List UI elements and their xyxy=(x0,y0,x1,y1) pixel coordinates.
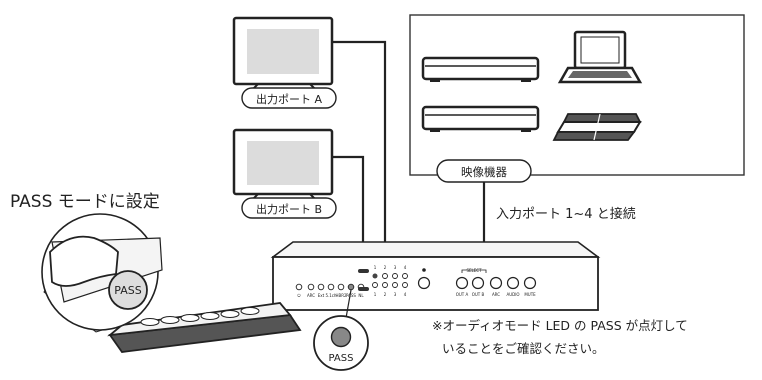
game-console-icon xyxy=(552,113,642,141)
ir-sensor xyxy=(417,268,431,290)
svg-text:ARC: ARC xyxy=(307,293,315,298)
svg-text:MUTE: MUTE xyxy=(524,292,536,297)
svg-text:OUT A: OUT A xyxy=(456,292,469,297)
remote-control xyxy=(107,302,302,353)
label-input-ports: 入力ポート 1~4 と接続 xyxy=(496,206,636,222)
svg-text:PASS: PASS xyxy=(329,353,354,364)
svg-text:3: 3 xyxy=(394,265,397,270)
player-icon xyxy=(421,56,540,82)
svg-text:⏻: ⏻ xyxy=(297,293,301,298)
pass-led xyxy=(347,283,355,291)
label-output-port-a: 出力ポート A xyxy=(241,87,337,109)
svg-text:1: 1 xyxy=(374,265,377,270)
input-led-grid: 1 2 3 4 1 2 3 4 xyxy=(358,265,408,297)
svg-text:2: 2 xyxy=(384,265,387,270)
svg-text:2: 2 xyxy=(384,292,387,297)
svg-text:SELECT: SELECT xyxy=(466,268,482,273)
svg-text:NL: NL xyxy=(358,293,364,298)
svg-text:AUDIO: AUDIO xyxy=(506,292,519,297)
svg-text:PASS: PASS xyxy=(114,284,141,297)
tv-output-a xyxy=(232,16,334,91)
svg-text:映像機器: 映像機器 xyxy=(461,165,507,179)
label-video-devices: 映像機器 xyxy=(436,159,532,183)
pass-led-callout: PASS xyxy=(313,289,369,371)
svg-text:4: 4 xyxy=(404,265,407,270)
svg-text:HBR2: HBR2 xyxy=(335,293,347,298)
note-text: ※オーディオモード LED の PASS が点灯して いることをご確認ください。 xyxy=(432,318,688,356)
pass-button-remote xyxy=(108,270,148,310)
svg-text:ARC: ARC xyxy=(492,292,500,297)
svg-text:※オーディオモード LED の PASS が点灯して: ※オーディオモード LED の PASS が点灯して xyxy=(432,318,688,333)
svg-text:出力ポート B: 出力ポート B xyxy=(256,202,322,216)
svg-text:OUT B: OUT B xyxy=(472,292,485,297)
svg-text:Ext: Ext xyxy=(318,293,325,298)
laptop-icon xyxy=(557,30,643,84)
svg-text:3: 3 xyxy=(394,292,397,297)
remote-magnified: PASS xyxy=(41,213,163,333)
label-output-port-b: 出力ポート B xyxy=(241,197,337,219)
finger-icon xyxy=(49,235,119,287)
video-devices-box xyxy=(409,14,745,176)
svg-text:PASS: PASS xyxy=(346,293,356,298)
svg-text:5.1ch: 5.1ch xyxy=(325,293,337,298)
label-pass-mode: PASS モードに設定 xyxy=(10,192,160,212)
svg-text:1: 1 xyxy=(374,292,377,297)
front-buttons: SELECT OUT A OUT B ARC AUDIO MUTE xyxy=(456,268,536,297)
connection-lines xyxy=(327,40,486,242)
svg-text:いることをご確認ください。: いることをご確認ください。 xyxy=(442,341,605,356)
hdmi-switcher-device: ⏻ ARC Ext 5.1ch HBR2 PASS NL 1 2 3 4 1 2 xyxy=(270,241,601,311)
tv-output-b xyxy=(232,128,334,201)
svg-text:出力ポート A: 出力ポート A xyxy=(256,92,322,106)
led-labels: ⏻ ARC Ext 5.1ch HBR2 PASS NL xyxy=(297,293,364,298)
player-icon xyxy=(421,105,540,132)
svg-text:4: 4 xyxy=(404,292,407,297)
